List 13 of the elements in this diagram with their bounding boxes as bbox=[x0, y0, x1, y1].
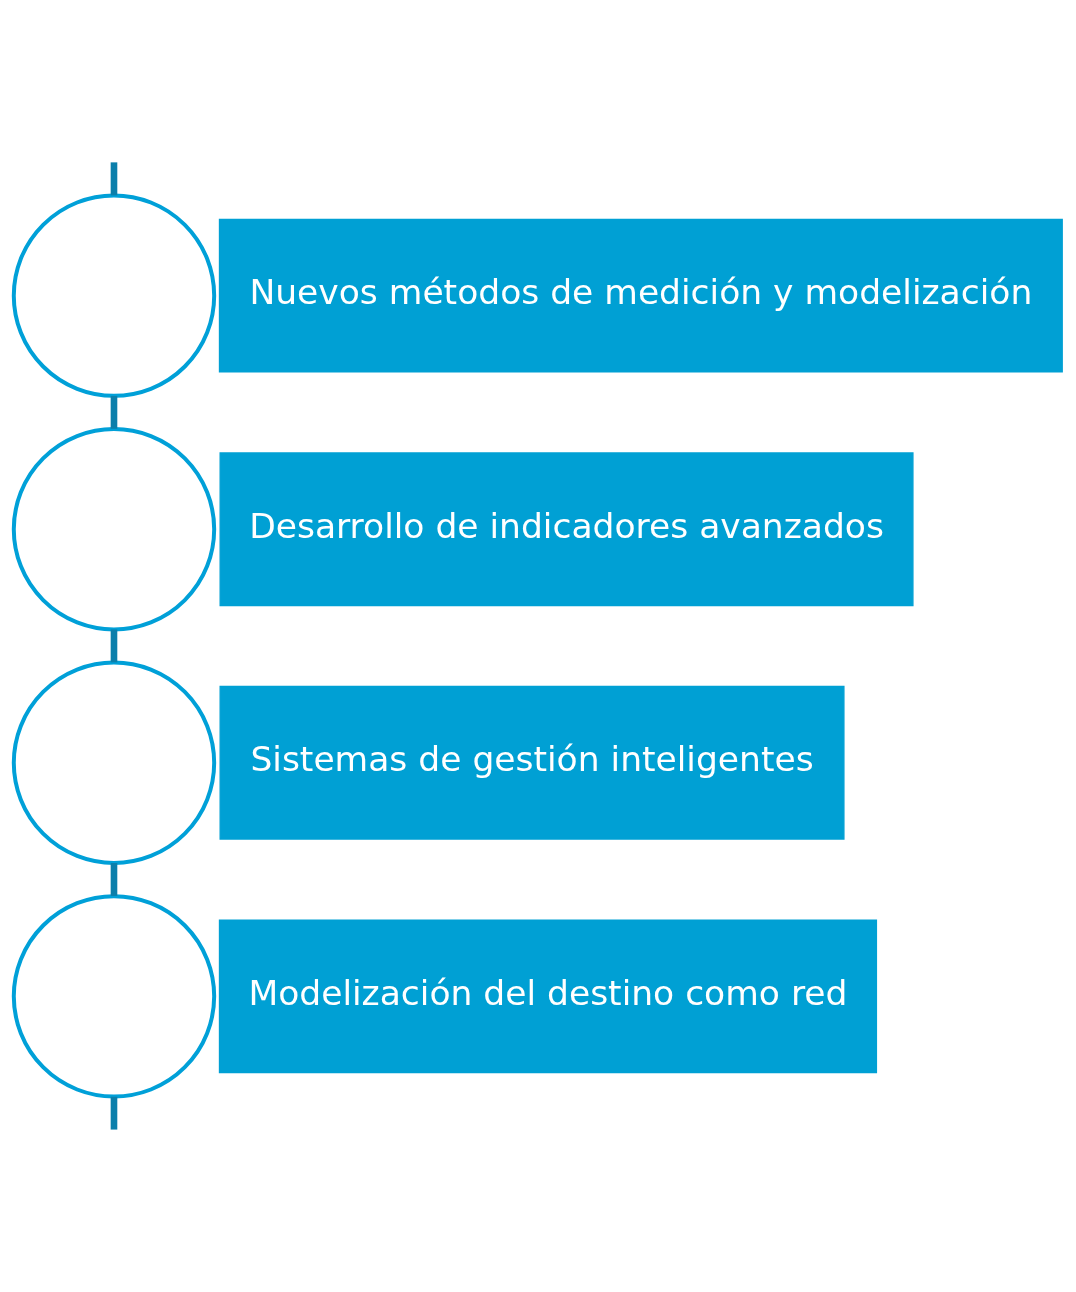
node-circle bbox=[11, 427, 217, 632]
connector bbox=[110, 162, 118, 196]
connector bbox=[110, 1096, 118, 1130]
connector bbox=[110, 629, 118, 663]
node-circle bbox=[11, 193, 217, 398]
node-box: Desarrollo de indicadores avanzados bbox=[219, 452, 914, 607]
connector bbox=[110, 395, 118, 429]
node-box: Modelización del destino como red bbox=[218, 919, 878, 1074]
node-box: Nuevos métodos de medición y modelización bbox=[218, 218, 1063, 373]
connector bbox=[110, 863, 118, 896]
node-box: Sistemas de gestión inteligentes bbox=[219, 685, 845, 840]
node-circle bbox=[11, 894, 217, 1099]
node-circle bbox=[11, 660, 217, 865]
